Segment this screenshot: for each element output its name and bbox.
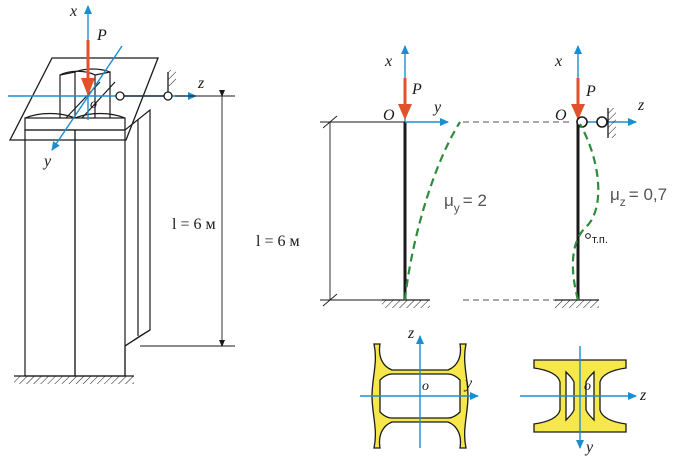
length-label: l = 6 м xyxy=(172,216,216,233)
x-axis-label: x xyxy=(554,53,562,70)
column-body xyxy=(24,108,151,377)
mu-y-label: μy= 2 xyxy=(444,191,487,215)
cross-section-left: z y o xyxy=(360,325,479,449)
right-column-view: x P O z μz= 0,7 т.п. xyxy=(554,45,667,308)
y-axis-label: y xyxy=(463,375,473,392)
origin-label: o xyxy=(90,97,97,112)
pin-support xyxy=(576,108,616,138)
y-axis-label: y xyxy=(42,153,52,170)
cross-section-right: z y o xyxy=(520,346,647,456)
force-label: P xyxy=(96,27,107,44)
ground-hatch xyxy=(555,300,599,308)
buckled-shape xyxy=(403,121,461,301)
middle-column-view: x P O y l = 6 м μy= 2 xyxy=(256,45,570,308)
mu-z-label: μz= 0,7 xyxy=(610,185,667,209)
buckled-shape xyxy=(571,123,600,301)
force-label: P xyxy=(585,83,596,100)
column-cap xyxy=(24,68,126,131)
inflection-point-label: т.п. xyxy=(592,234,608,246)
left-column-view: x P o z y l = 6 м xyxy=(8,3,235,384)
y-axis xyxy=(51,45,123,151)
y-axis-label: y xyxy=(584,439,594,456)
origin-label: o xyxy=(422,379,429,394)
y-axis-label: y xyxy=(432,99,442,116)
z-axis-label: z xyxy=(197,75,205,92)
z-axis-label: z xyxy=(637,97,645,114)
length-dimension xyxy=(320,115,405,307)
pin-support xyxy=(115,70,176,101)
x-axis-label: x xyxy=(384,53,392,70)
z-axis-label: z xyxy=(639,387,647,404)
force-arrow-head xyxy=(571,104,585,120)
force-arrow-head xyxy=(398,104,412,120)
origin-label: O xyxy=(555,107,567,124)
force-arrow-head xyxy=(81,78,95,96)
z-axis-label: z xyxy=(407,325,415,342)
head-plate xyxy=(8,57,159,141)
force-label: P xyxy=(411,81,422,98)
ground-hatch xyxy=(382,300,430,308)
length-dimension xyxy=(140,90,235,347)
inflection-point-marker xyxy=(585,233,591,239)
ground-hatch xyxy=(14,376,134,384)
length-label: l = 6 м xyxy=(256,233,300,250)
section-shape xyxy=(371,343,469,449)
x-axis-label: x xyxy=(69,3,77,20)
origin-label: O xyxy=(383,107,395,124)
origin-label: o xyxy=(584,379,591,394)
